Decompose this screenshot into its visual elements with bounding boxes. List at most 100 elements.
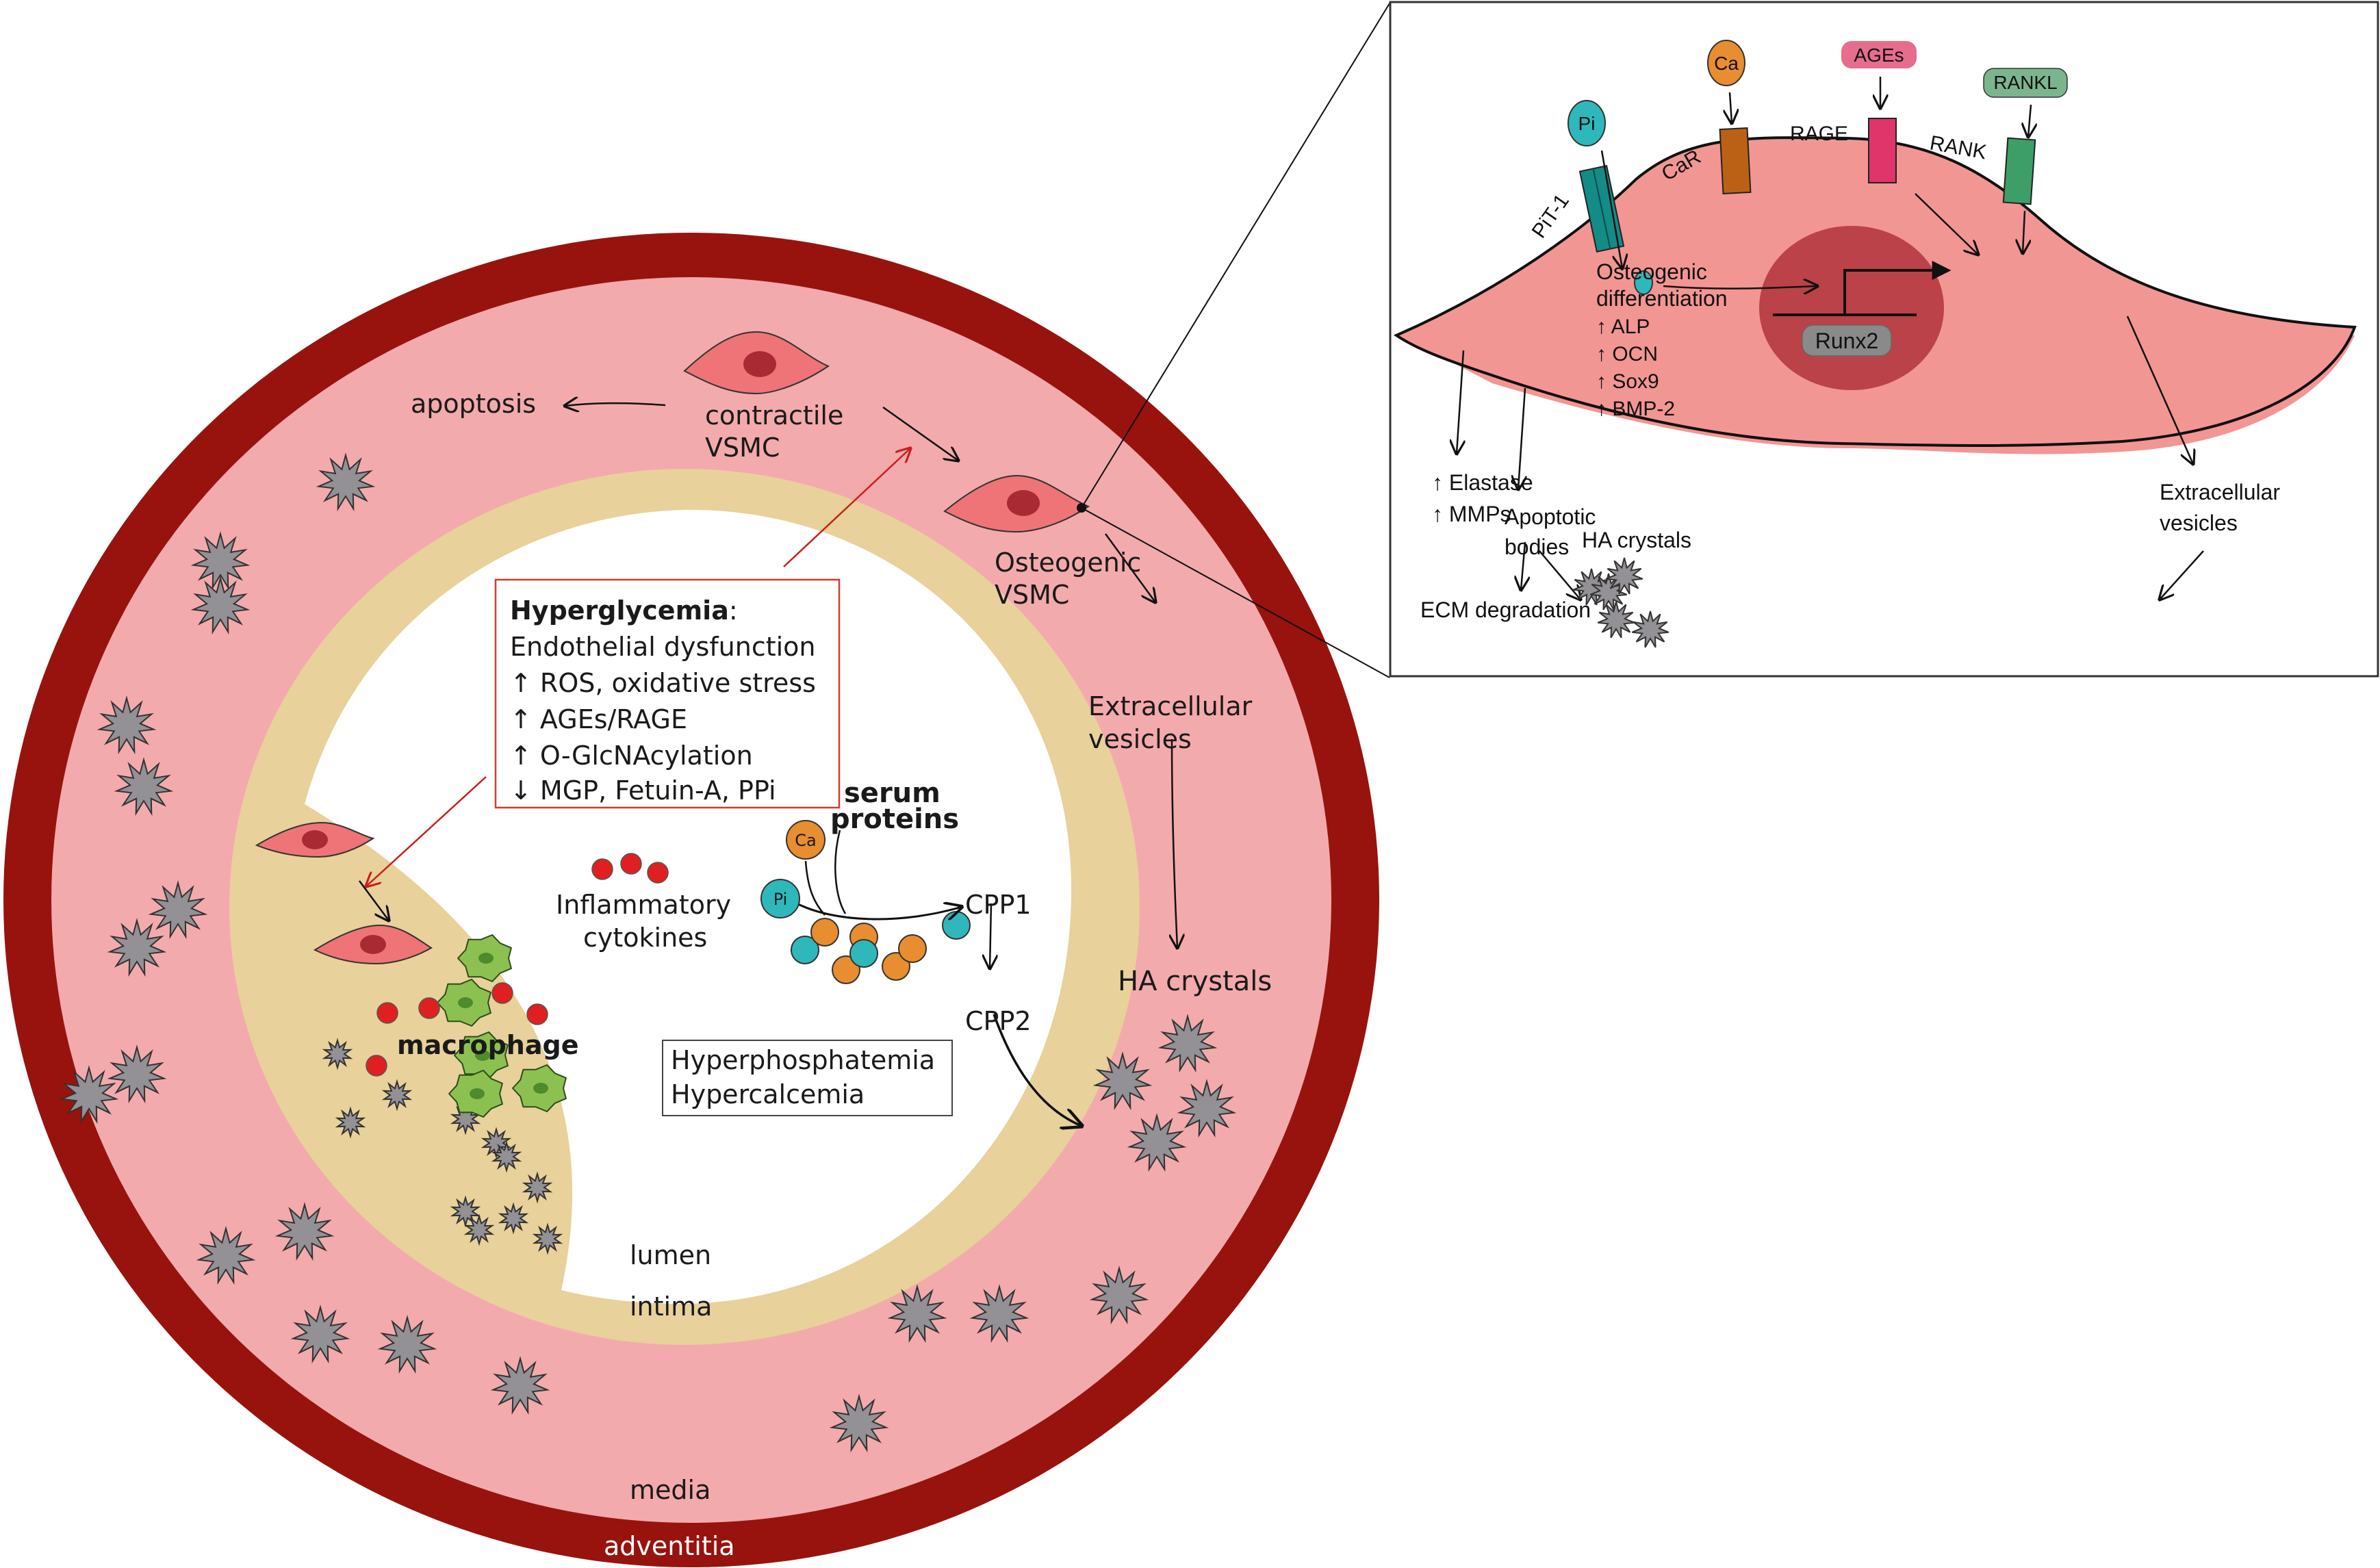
ha-crystal-icon bbox=[190, 531, 251, 591]
ha-crystal-icon bbox=[196, 1226, 256, 1285]
ha-crystal-icon bbox=[1177, 1079, 1237, 1138]
cpp1-label: CPP1 bbox=[965, 890, 1032, 920]
cpp-particles bbox=[791, 911, 971, 984]
plaque-crystals bbox=[322, 1038, 563, 1255]
cpp2-label: CPP2 bbox=[965, 1006, 1032, 1036]
calcium-particle-icon bbox=[882, 952, 910, 981]
vsmc-nucleus bbox=[743, 351, 776, 377]
vsmc-plaque-2 bbox=[313, 924, 433, 965]
inset-ev-label: Extracellular bbox=[2160, 480, 2280, 504]
ca-ion-label: Ca bbox=[795, 831, 816, 850]
ha-crystal-icon bbox=[969, 1284, 1029, 1344]
calcium-particle-icon bbox=[832, 955, 860, 984]
ha-crystal-icon bbox=[490, 1356, 550, 1415]
line-ca-join bbox=[804, 860, 826, 916]
apoptotic-label: Apoptotic bbox=[1505, 504, 1596, 529]
adventitia-label: adventitia bbox=[604, 1531, 735, 1561]
cytokine-icon bbox=[366, 1055, 387, 1077]
ca-ligand-label: Ca bbox=[1714, 53, 1739, 74]
plaque-crystal-icon bbox=[463, 1213, 495, 1246]
vsmc-nucleus bbox=[1007, 490, 1040, 516]
rank-receptor bbox=[2002, 137, 2036, 205]
ha-crystal-icon bbox=[59, 1065, 119, 1124]
arrow-pi-to-cpp1 bbox=[793, 901, 962, 919]
cytokine-icon bbox=[647, 862, 669, 884]
elastase-label: ↑ Elastase bbox=[1432, 470, 1533, 495]
phosphate-particle-icon bbox=[849, 939, 878, 968]
macrophage-icon bbox=[512, 1064, 567, 1112]
hyperglycemia-line: Endothelial dysfunction bbox=[510, 632, 816, 662]
pi-ligand-label: Pi bbox=[1578, 113, 1596, 134]
hyperglycemia-title: Hyperglycemia bbox=[510, 595, 729, 626]
arrow-osteogenic-to-ev bbox=[1104, 533, 1155, 602]
arrow-cpp2-to-ha bbox=[993, 1014, 1082, 1126]
calcium-particle-icon bbox=[898, 934, 927, 963]
osteogenic-label: Osteogenic bbox=[1596, 259, 1707, 284]
line-serum-join bbox=[834, 830, 847, 914]
ages-label: AGEs bbox=[1854, 44, 1904, 66]
intracellular-pi bbox=[1634, 270, 1653, 295]
osteogenic-vsmc-label: VSMC bbox=[995, 580, 1069, 610]
ha-crystal-icon bbox=[97, 695, 157, 755]
ages-ligand: AGEs bbox=[1841, 41, 1917, 68]
red-arrows bbox=[366, 448, 910, 886]
vessel-arrows bbox=[358, 403, 1177, 1126]
serum-label: serum bbox=[844, 777, 941, 809]
contractile-vsmc-label: VSMC bbox=[705, 433, 780, 463]
macrophage-icon bbox=[457, 934, 512, 982]
bodies-label: bodies bbox=[1505, 535, 1569, 559]
ha-crystal-icon bbox=[316, 452, 376, 512]
runx2-label: Runx2 bbox=[1815, 329, 1879, 353]
macrophage-icon bbox=[437, 979, 491, 1027]
ha-crystal-icon bbox=[107, 1044, 167, 1104]
vsmc-nucleus bbox=[360, 935, 386, 954]
hyperglycemia-line: ↑ O-GlcNAcylation bbox=[510, 741, 753, 771]
ha-crystal-icon bbox=[107, 918, 167, 977]
hyperglycemia-line: ↓ MGP, Fetuin-A, PPi bbox=[510, 775, 776, 806]
ha-crystal-icon bbox=[1092, 1051, 1153, 1111]
inset-arrows bbox=[1457, 77, 2204, 600]
arrow-cpp1-to-cpp2 bbox=[990, 903, 991, 968]
plaque-crystal-icon bbox=[381, 1079, 413, 1111]
arrow-contractile-to-apoptosis bbox=[565, 403, 666, 406]
macrophage-label: macrophage bbox=[397, 1030, 578, 1060]
hyperglycemia-line: ↑ AGEs/RAGE bbox=[510, 704, 687, 734]
vesicles-label: vesicles bbox=[1088, 724, 1192, 754]
inset-nucleus bbox=[1759, 226, 1944, 390]
gene-promoter-icon bbox=[1773, 261, 1952, 316]
ha-crystal-icon bbox=[1089, 1265, 1149, 1325]
vessel-labels: apoptosis contractile VSMC Osteogenic VS… bbox=[397, 389, 1272, 1561]
ha-crystal-icon bbox=[114, 757, 174, 817]
marker-label: ↑ ALP bbox=[1596, 316, 1650, 338]
plaque-crystal-icon bbox=[491, 1140, 522, 1173]
hyperphosphatemia-label: Hyperphosphatemia bbox=[671, 1045, 935, 1075]
cytokines-label: cytokines bbox=[583, 923, 707, 953]
media-label: media bbox=[630, 1475, 711, 1505]
hyperglycemia-box: Hyperglycemia: Endothelial dysfunction ↑… bbox=[494, 578, 841, 809]
ha-crystal-icon bbox=[377, 1315, 437, 1374]
vsmc-osteogenic bbox=[943, 474, 1090, 533]
phosphate-particle-icon bbox=[791, 936, 819, 964]
vsmc-plaque-1 bbox=[255, 821, 375, 858]
ha-crystal-icon bbox=[1127, 1113, 1187, 1172]
inset-panel: Runx2 PiT-1 CaR RAGE RANK Pi bbox=[1389, 1, 2379, 678]
hyperglycemia-colon: : bbox=[729, 595, 738, 626]
ca-ligand: Ca bbox=[1707, 40, 1745, 86]
plaque-crystal-icon bbox=[498, 1202, 529, 1235]
marker-label: ↑ Sox9 bbox=[1596, 370, 1659, 393]
cytokine-icon bbox=[591, 858, 613, 880]
ha-crystal-icon bbox=[148, 880, 208, 940]
rankl-label: RANKL bbox=[1993, 72, 2057, 93]
plaque-crystal-icon bbox=[522, 1171, 553, 1204]
mineral-status-box: Hyperphosphatemia Hypercalcemia bbox=[662, 1040, 953, 1116]
proteins-label: proteins bbox=[830, 804, 959, 835]
svg-text:Hyperglycemia:: Hyperglycemia: bbox=[510, 595, 738, 626]
ha-crystal-icon bbox=[829, 1393, 889, 1453]
cytokine-icon bbox=[491, 982, 513, 1004]
pi-ion-label: Pi bbox=[773, 890, 788, 909]
ha-crystal-icon bbox=[190, 576, 251, 635]
macrophages bbox=[437, 934, 567, 1118]
inset-crystals bbox=[1572, 557, 1669, 648]
plaque-crystal-icon bbox=[335, 1106, 366, 1139]
ha-crystal-icon bbox=[1157, 1014, 1218, 1073]
